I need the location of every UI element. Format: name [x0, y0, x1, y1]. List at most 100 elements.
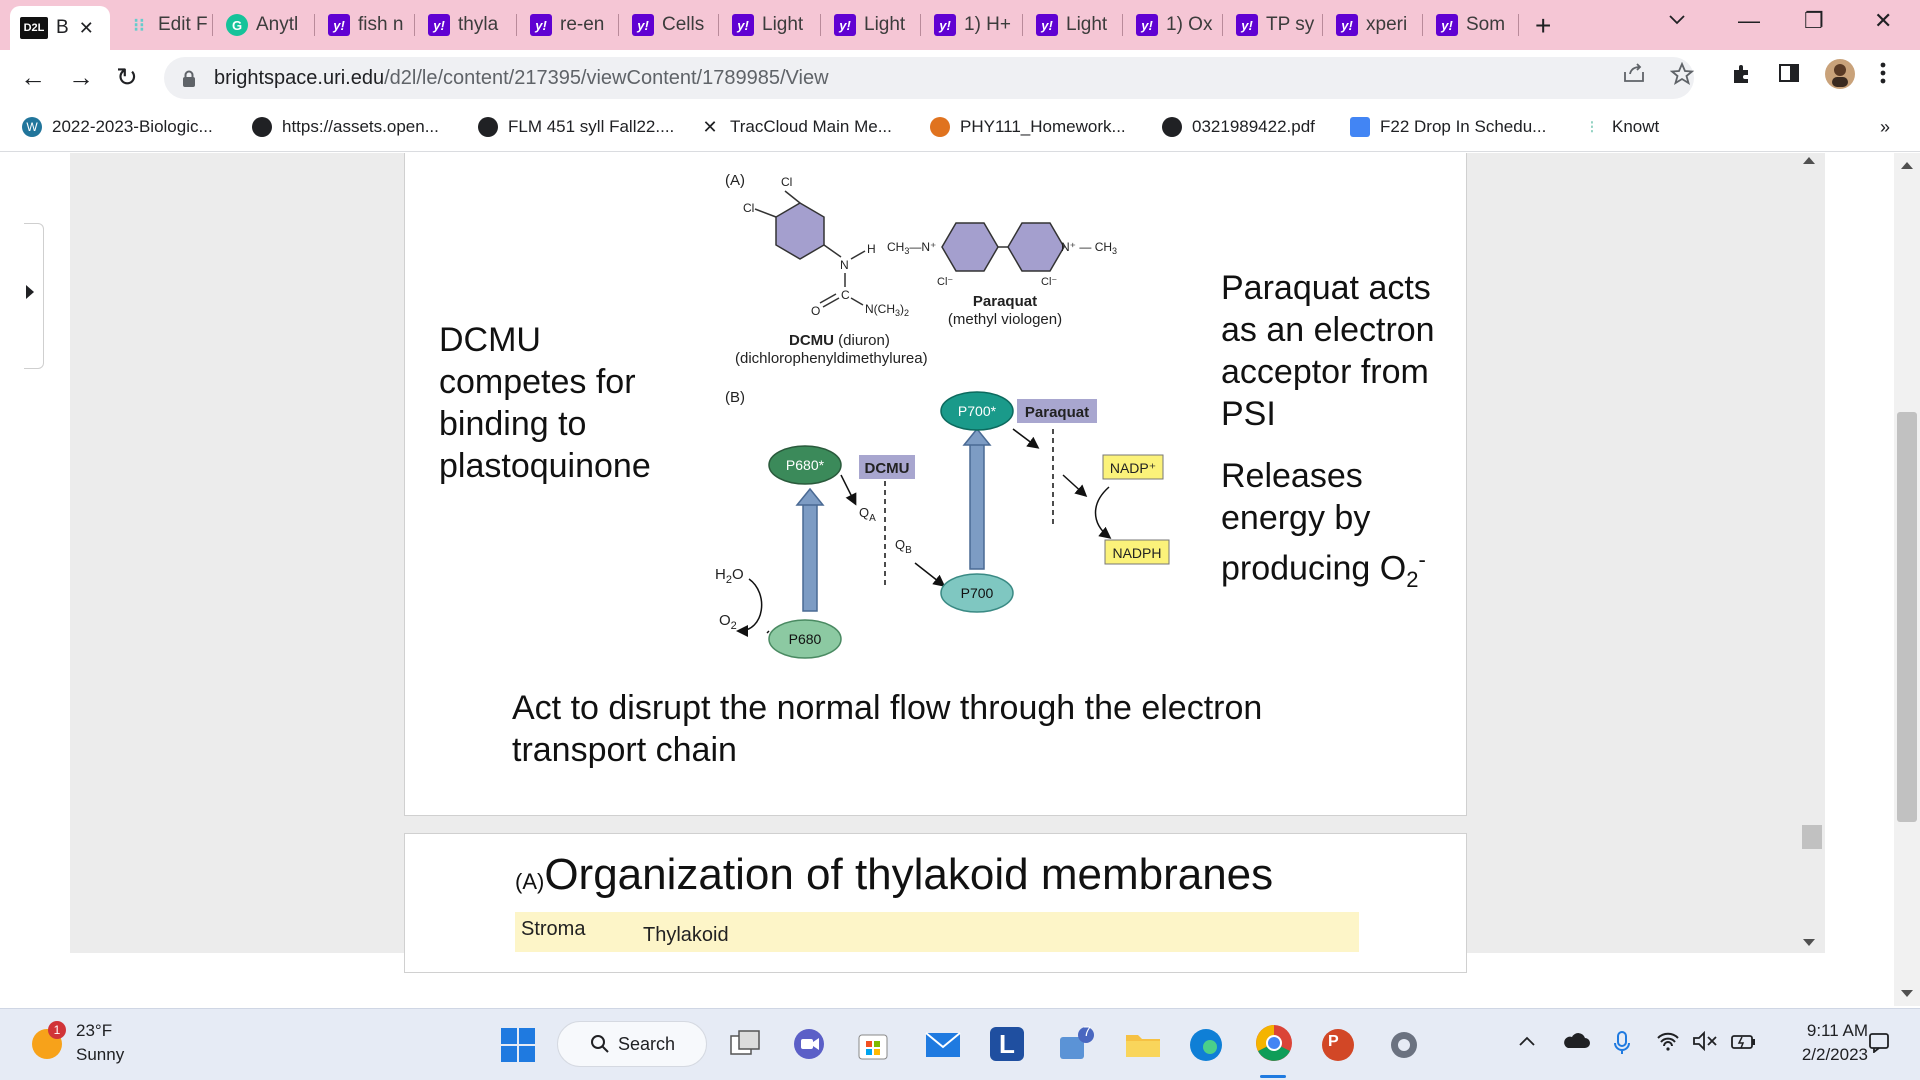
taskbar-search[interactable]: Search — [557, 1021, 707, 1067]
herbicide-figure: (A) Cl Cl N H C O N(CH3)2 DCMU (diuron) … — [715, 172, 1170, 659]
scroll-up-arrow-icon[interactable] — [1803, 157, 1815, 164]
windows-start-icon[interactable] — [500, 1027, 536, 1068]
powerpoint-icon[interactable]: P — [1320, 1027, 1354, 1061]
tab[interactable]: ⁝⁝Edit F — [118, 7, 210, 43]
address-bar[interactable]: brightspace.uri.edu/d2l/le/content/21739… — [164, 57, 1694, 99]
url-text: brightspace.uri.edu/d2l/le/content/21739… — [214, 67, 829, 90]
teams-badge: 7 — [1083, 1023, 1091, 1039]
side-panel-icon[interactable] — [1778, 62, 1800, 90]
electron-flow-arrow — [1062, 474, 1088, 498]
microsoft-store-icon[interactable] — [856, 1027, 890, 1061]
tab[interactable]: y!Som — [1426, 7, 1522, 43]
oxygen-label: O2 — [719, 612, 737, 632]
text-part: — — [1079, 240, 1091, 254]
yahoo-icon: y! — [1436, 14, 1458, 36]
tab[interactable]: y!1) Ox — [1126, 7, 1222, 43]
share-icon[interactable] — [1622, 62, 1646, 90]
profile-avatar[interactable] — [1824, 58, 1856, 96]
clock-date[interactable]: 2/2/2023 — [1801, 1045, 1868, 1064]
tab-search-chevron-icon[interactable] — [1668, 8, 1686, 34]
edge-icon[interactable] — [1188, 1027, 1222, 1061]
teams-icon[interactable]: 7 — [1058, 1023, 1094, 1061]
notification-icon[interactable] — [1868, 1031, 1890, 1059]
window-close-button[interactable]: ✕ — [1874, 8, 1893, 33]
tab[interactable]: y!Light — [722, 7, 818, 43]
file-explorer-icon[interactable] — [1124, 1027, 1160, 1061]
weather-condition[interactable]: Sunny — [76, 1045, 125, 1064]
expand-arrow-icon[interactable] — [26, 285, 34, 299]
extensions-puzzle-icon[interactable] — [1730, 62, 1754, 92]
bookmark-item[interactable]: FLM 451 syll Fall22.... — [478, 117, 674, 137]
tab[interactable]: y!Light — [1026, 7, 1122, 43]
bookmark-item[interactable]: PHY111_Homework... — [930, 117, 1126, 137]
p700-ground-node — [940, 573, 1014, 613]
more-menu-icon[interactable] — [1880, 62, 1886, 90]
temperature[interactable]: 23°F — [76, 1021, 113, 1040]
viewer-scrollbar-thumb[interactable] — [1802, 825, 1822, 849]
volume-muted-icon[interactable] — [1692, 1030, 1718, 1057]
forward-button[interactable]: → — [68, 62, 94, 92]
bookmark-item[interactable]: ✕TracCloud Main Me... — [700, 117, 891, 137]
scroll-down-arrow-icon[interactable] — [1803, 939, 1815, 946]
onedrive-cloud-icon[interactable] — [1562, 1031, 1590, 1055]
task-view-icon[interactable] — [728, 1027, 762, 1061]
tab[interactable]: y!re-en — [520, 7, 616, 43]
new-tab-button[interactable]: + — [1535, 10, 1552, 41]
settings-gear-icon[interactable] — [1386, 1027, 1420, 1061]
tray-chevron-icon[interactable] — [1518, 1031, 1536, 1054]
battery-icon[interactable] — [1730, 1031, 1756, 1057]
methyl-right: N⁺ — CH3 — [1061, 240, 1117, 256]
paraquat-caption: Paraquat — [973, 293, 1037, 310]
psi-excitation-arrow-head — [962, 427, 992, 446]
tab-separator — [1422, 14, 1423, 36]
wifi-icon[interactable] — [1656, 1031, 1680, 1057]
tab-active[interactable]: D2L B ✕ — [10, 6, 110, 50]
scroll-up-arrow-icon[interactable] — [1901, 162, 1913, 169]
url-path: /d2l/le/content/217395/viewContent/17899… — [384, 66, 829, 89]
tab[interactable]: y!thyla — [418, 7, 514, 43]
psii-excitation-arrow-shaft — [802, 502, 818, 612]
tab[interactable]: y!xperi — [1326, 7, 1422, 43]
thylakoid-label: Thylakoid — [643, 924, 729, 946]
scroll-down-arrow-icon[interactable] — [1901, 990, 1913, 997]
tab-label: B — [56, 17, 69, 38]
minimize-button[interactable]: — — [1738, 8, 1760, 33]
microphone-icon[interactable] — [1614, 1031, 1630, 1061]
tab[interactable]: y!TP sy — [1226, 7, 1322, 43]
bond — [754, 208, 777, 218]
yahoo-icon: y! — [328, 14, 350, 36]
l-app-icon[interactable]: L — [990, 1027, 1024, 1061]
subscript: 2 — [904, 308, 909, 318]
more-bookmarks-button[interactable]: » — [1880, 117, 1891, 137]
page-scrollbar-thumb[interactable] — [1897, 412, 1917, 822]
tab[interactable]: y!fish n — [318, 7, 414, 43]
tab[interactable]: y!1) H+ — [924, 7, 1020, 43]
bond — [823, 244, 842, 258]
side-panel-toggle[interactable] — [24, 223, 44, 369]
bookmark-item[interactable]: F22 Drop In Schedu... — [1350, 117, 1546, 137]
bookmark-star-icon[interactable] — [1669, 61, 1695, 92]
title-text: Organization of thylakoid membranes — [544, 850, 1274, 899]
bookmark-item[interactable]: ⁝Knowt — [1582, 117, 1659, 137]
bookmark-item[interactable]: https://assets.open... — [252, 117, 439, 137]
knowt-icon: ⁝ — [1589, 116, 1595, 137]
text-line: as an electron — [1221, 311, 1435, 349]
c-atom: C — [841, 288, 850, 302]
teams-chat-icon[interactable] — [792, 1027, 826, 1061]
tab[interactable]: y!Light — [824, 7, 920, 43]
tab-label: Light — [1066, 14, 1108, 35]
maximize-button[interactable]: ❐ — [1804, 8, 1824, 33]
search-icon — [590, 1034, 610, 1059]
clock-time[interactable]: 9:11 AM — [1806, 1021, 1868, 1040]
back-button[interactable]: ← — [20, 62, 46, 92]
l-app-letter: L — [999, 1029, 1015, 1059]
tab[interactable]: y!Cells — [622, 7, 718, 43]
chrome-icon[interactable] — [1254, 1023, 1292, 1061]
mail-icon[interactable] — [924, 1027, 961, 1061]
reload-button[interactable]: ↻ — [116, 62, 138, 92]
tab-separator — [920, 14, 921, 36]
bookmark-item[interactable]: 0321989422.pdf — [1162, 117, 1315, 137]
close-icon[interactable]: ✕ — [78, 17, 94, 38]
